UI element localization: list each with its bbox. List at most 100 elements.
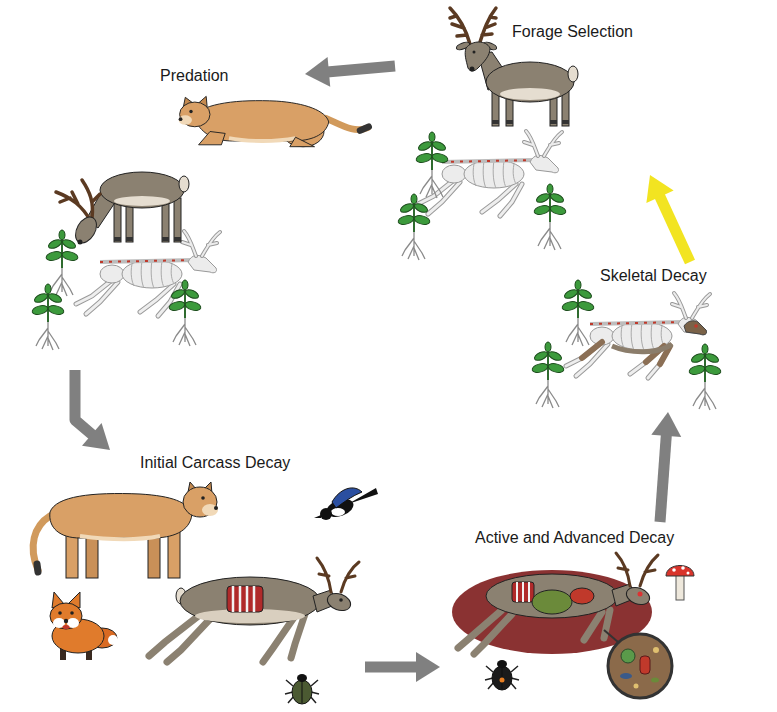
grazing-deer (162, 200, 169, 242)
cougar-standing (37, 564, 38, 572)
mushroom (666, 566, 694, 601)
skeleton-with-hide (694, 324, 698, 328)
arrow-head (305, 57, 330, 87)
stage-label: Active and Advanced Decay (475, 528, 674, 548)
grazing-deer (56, 180, 100, 220)
cougar-crouching (229, 138, 296, 141)
plant (531, 280, 722, 410)
plant (397, 194, 431, 260)
decaying-carcass (512, 582, 534, 602)
plant (688, 344, 722, 410)
cougar-standing (201, 496, 205, 500)
grazing-deer (78, 240, 83, 245)
standing-deer (473, 51, 476, 54)
arrow-shaft (659, 195, 690, 262)
grazing-deer (114, 196, 170, 206)
grazing-deer (174, 198, 181, 242)
standing-deer (486, 62, 574, 102)
plant (415, 132, 449, 198)
mushroom (687, 572, 690, 575)
cougar-standing (80, 536, 160, 539)
decaying-carcass (624, 584, 652, 607)
carcass (317, 558, 359, 592)
skeleton-with-hide (566, 293, 710, 378)
stage-group: Skeletal Decay (530, 262, 750, 412)
cougar-crouching (180, 102, 210, 127)
fox (64, 619, 68, 623)
decaying-carcass (616, 553, 658, 586)
decaying-carcass (638, 592, 643, 597)
stage-label: Forage Selection (512, 22, 633, 42)
carcass (339, 598, 343, 602)
mushroom (672, 568, 676, 572)
decaying-carcass (532, 590, 572, 614)
fox (50, 603, 82, 629)
beetle (485, 660, 519, 690)
fox (70, 611, 74, 615)
cougar-crouching (189, 110, 192, 113)
magpie (332, 488, 362, 508)
arrow-shaft (660, 434, 666, 522)
standing-deer (470, 67, 475, 72)
microbe-inset (653, 647, 659, 653)
mushroom (676, 574, 684, 600)
cougar-standing (183, 487, 217, 517)
plant (31, 284, 65, 350)
plant (31, 230, 202, 350)
grazing-deer (56, 172, 189, 247)
decaying-carcass (570, 588, 594, 604)
skeleton-with-hide (684, 321, 707, 335)
cycle-arrow (365, 652, 440, 682)
beetle (285, 674, 319, 704)
magpie (331, 508, 345, 516)
fox (52, 619, 104, 653)
skeleton (76, 231, 220, 316)
decaying-carcass (517, 582, 529, 602)
magpie (320, 508, 332, 520)
skeleton-with-hide (566, 293, 710, 378)
microbe-inset (608, 634, 672, 698)
arrow-shaft (75, 370, 93, 436)
arrow-head (651, 412, 681, 437)
microbe-inset (634, 684, 639, 689)
cougar-crouching (179, 115, 192, 125)
carcass (325, 590, 353, 613)
cougar-standing (214, 506, 218, 510)
magpie (314, 515, 321, 518)
plant (533, 184, 567, 250)
arrow-head (416, 652, 440, 682)
plant (397, 132, 567, 260)
fox (63, 625, 70, 629)
plant (168, 280, 202, 346)
fox (108, 635, 118, 645)
arrow-head (82, 423, 110, 450)
cougar-crouching (360, 127, 369, 131)
mushroom (666, 566, 694, 577)
arrow-shaft (365, 662, 418, 673)
cougar-crouching (326, 118, 368, 129)
beetle (485, 660, 519, 690)
stage-label: Skeletal Decay (600, 266, 707, 286)
cycle-arrow (651, 412, 681, 522)
cougar-crouching (179, 117, 183, 121)
grazing-deer (100, 172, 184, 208)
decaying-carcass (486, 574, 618, 618)
cycle-arrow (75, 370, 110, 450)
cougar-crouching (290, 137, 315, 147)
standing-deer (568, 66, 578, 82)
microbe-inset (604, 630, 618, 642)
stage-group: Predation (30, 60, 305, 370)
arrow-shaft (327, 66, 395, 72)
stage-group: Active and Advanced Decay (440, 522, 705, 707)
carcass (227, 586, 263, 612)
mushroom (681, 566, 685, 570)
magpie (314, 488, 378, 520)
grazing-deer (179, 176, 189, 192)
grazing-deer (114, 200, 121, 242)
standing-deer (450, 8, 496, 44)
stage-group: Forage Selection (395, 15, 650, 245)
microbe-inset (621, 649, 635, 663)
microbe-inset (651, 678, 659, 683)
